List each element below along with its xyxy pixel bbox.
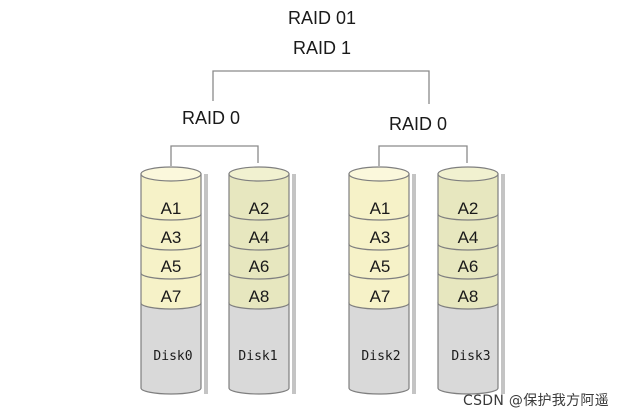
disk-3-shadow [501, 174, 505, 394]
block [348, 243, 410, 280]
raid1-connector [212, 70, 430, 104]
disk-0-shadow [204, 174, 208, 394]
title-raid1: RAID 1 [293, 38, 351, 58]
disk-0-top [140, 166, 202, 182]
disk-2: A1 A3 A5 A7 Disk2 [348, 166, 416, 395]
block [228, 173, 290, 221]
disk-0-body [140, 302, 202, 395]
disk-1-shadow [292, 174, 296, 394]
block-label: A7 [161, 287, 182, 306]
block [228, 272, 290, 310]
block-label: A7 [370, 287, 391, 306]
block [437, 272, 499, 310]
block-label: A4 [458, 228, 479, 247]
block-label: A1 [370, 199, 391, 218]
block [348, 213, 410, 251]
block [437, 213, 499, 251]
group-1-connector [378, 145, 468, 166]
disk-1-body [228, 302, 290, 395]
block-label: A4 [249, 228, 270, 247]
block [140, 272, 202, 310]
group-0-connector [170, 145, 259, 166]
group-0-label: RAID 0 [182, 108, 240, 128]
block-label: A6 [458, 257, 479, 276]
disk-label: Disk0 [153, 349, 192, 364]
block-label: A8 [249, 287, 270, 306]
block-label: A8 [458, 287, 479, 306]
watermark: CSDN @保护我方阿遥 [463, 393, 609, 409]
block-label: A2 [458, 199, 479, 218]
group-1-label: RAID 0 [389, 114, 447, 134]
disk-1-top [228, 166, 290, 182]
title-raid01: RAID 01 [288, 8, 356, 28]
disk-3-body [437, 302, 499, 395]
block-label: A6 [249, 257, 270, 276]
block [228, 213, 290, 251]
disk-2-body [348, 302, 410, 395]
disk-label: Disk2 [361, 349, 400, 364]
block [140, 173, 202, 221]
disk-0: A1 A3 A5 A7 Disk0 [140, 166, 208, 395]
block [140, 243, 202, 280]
disk-label: Disk3 [451, 349, 490, 364]
block [437, 173, 499, 221]
block-label: A2 [249, 199, 270, 218]
block-label: A3 [370, 228, 391, 247]
block [437, 243, 499, 280]
disk-3: A2 A4 A6 A8 Disk3 [437, 166, 505, 395]
disk-2-top [348, 166, 410, 182]
disk-label: Disk1 [238, 349, 277, 364]
block-label: A5 [161, 257, 182, 276]
block-label: A5 [370, 257, 391, 276]
block [348, 272, 410, 310]
disk-1: A2 A4 A6 A8 Disk1 [228, 166, 296, 395]
disk-2-shadow [412, 174, 416, 394]
block-label: A3 [161, 228, 182, 247]
block [140, 213, 202, 251]
block [228, 243, 290, 280]
disk-3-top [437, 166, 499, 182]
block-label: A1 [161, 199, 182, 218]
block [348, 173, 410, 221]
